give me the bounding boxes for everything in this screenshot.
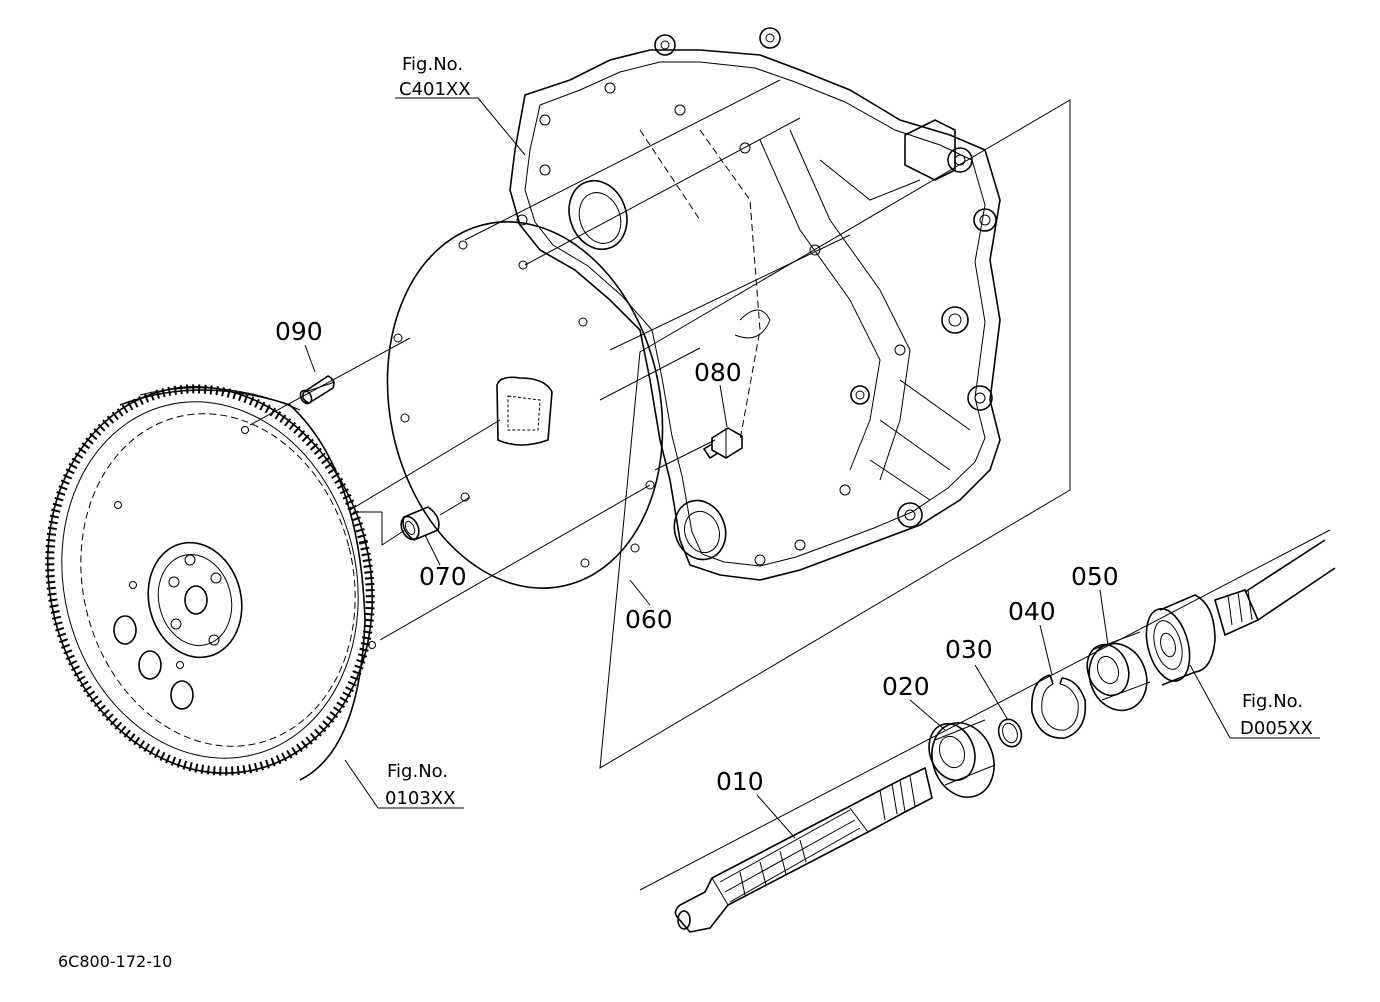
fig-ref-d005-code: D005XX — [1240, 718, 1313, 739]
part-label-040: 040 — [1008, 597, 1056, 626]
fig-ref-0103-label: Fig.No. — [387, 761, 448, 782]
flywheel — [45, 384, 376, 781]
fig-ref-0103-code: 0103XX — [385, 788, 455, 809]
pin-090 — [299, 375, 335, 405]
fig-ref-c401-label: Fig.No. — [402, 54, 463, 75]
bearing-050 — [1086, 631, 1151, 712]
coupling-assembly — [1145, 539, 1336, 686]
leader-lines — [304, 97, 1320, 839]
part-label-020: 020 — [882, 672, 930, 701]
part-label-050: 050 — [1071, 562, 1119, 591]
shaft-010 — [674, 766, 933, 933]
part-label-030: 030 — [945, 635, 993, 664]
circlip-040 — [1031, 674, 1087, 739]
part-label-070: 070 — [419, 562, 467, 591]
damper-plate — [386, 221, 664, 589]
drawing-code: 6C800-172-10 — [58, 952, 172, 971]
housing — [509, 27, 1001, 581]
fig-ref-c401-code: C401XX — [399, 79, 471, 100]
collar-070 — [400, 506, 440, 541]
part-label-090: 090 — [275, 317, 323, 346]
part-label-060: 060 — [625, 605, 673, 634]
part-label-010: 010 — [716, 767, 764, 796]
bolt-080 — [702, 427, 743, 460]
part-label-080: 080 — [694, 358, 742, 387]
snap-ring-030 — [997, 718, 1023, 748]
reference-plane — [599, 99, 1071, 769]
fig-ref-d005-label: Fig.No. — [1242, 691, 1303, 712]
assembly-lines — [249, 79, 1331, 891]
bearing-020 — [928, 719, 996, 798]
